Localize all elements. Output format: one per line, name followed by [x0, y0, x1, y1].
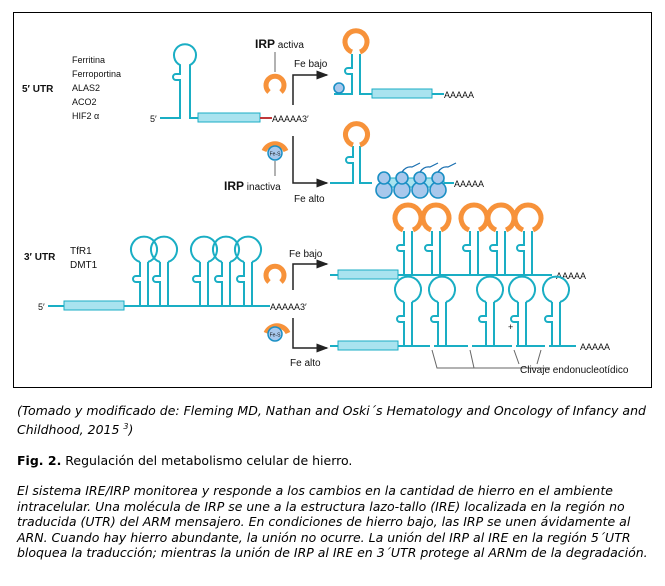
ire-stem	[192, 262, 201, 306]
gene-label: Ferritina	[72, 55, 105, 65]
coding-region	[63, 300, 125, 311]
ire-loop	[476, 275, 504, 303]
ire-loop	[428, 275, 456, 303]
protected-mrna: AAAAA	[330, 202, 586, 281]
svg-text:Fe-S: Fe-S	[270, 333, 282, 339]
fe-high-label: Fe alto	[290, 358, 321, 369]
three-utr-label: 3′ UTR	[24, 252, 56, 263]
fe-low-arrow	[292, 70, 329, 105]
gene-label: Ferroportina	[72, 69, 121, 79]
gene-label: HIF2 α	[72, 111, 99, 121]
figure-number: Fig. 2.	[17, 453, 62, 468]
small-ribosome-subunit	[333, 82, 345, 94]
svg-text:AAAAA: AAAAA	[556, 271, 586, 281]
ire-stem	[430, 302, 439, 346]
ribosome-small-subunit	[377, 171, 391, 185]
figure-source-citation: (Tomado y modificado de: Fleming MD, Nat…	[17, 403, 646, 437]
five-prime-label: 5′	[38, 302, 45, 312]
svg-text:AAAAA: AAAAA	[444, 90, 474, 100]
nascent-peptide	[401, 162, 421, 173]
nascent-peptide	[419, 162, 439, 173]
five-utr-section: 5′ UTR Ferritina Ferroportina ALAS2 ACO2…	[22, 28, 484, 205]
nascent-peptide	[437, 162, 457, 173]
svg-text:AAAAA: AAAAA	[580, 342, 610, 352]
irp-active-label: IRP activa	[255, 37, 304, 51]
ire-stem	[152, 262, 161, 306]
ire-stem	[132, 262, 141, 306]
figure-caption: Fig. 2. Regulación del metabolismo celul…	[17, 453, 352, 469]
fe-high-arrow	[292, 318, 329, 353]
ire-loop	[542, 275, 570, 303]
bound-irp-icon	[458, 202, 490, 233]
ire-stem	[236, 262, 245, 306]
translated-mrna: AAAAA	[330, 121, 484, 199]
ire-loop	[508, 275, 536, 303]
coding-region	[197, 112, 261, 123]
ire-loop	[394, 275, 422, 303]
bound-irp-icon	[342, 28, 370, 55]
fe-high-arrow	[292, 136, 329, 188]
ire-stem-loop	[160, 43, 198, 119]
polya-tail-label: AAAAA3′	[272, 114, 309, 124]
bound-irp-icon	[512, 202, 544, 233]
ire-stem	[424, 231, 433, 275]
figure-frame	[13, 12, 652, 388]
figure-title: Regulación del metabolismo celular de hi…	[61, 453, 353, 468]
translation-blocked-mrna: AAAAA	[333, 28, 474, 100]
ire-stem	[462, 231, 471, 275]
fe-low-label: Fe bajo	[294, 59, 328, 70]
fe-low-label: Fe bajo	[289, 249, 323, 260]
ire-stem	[516, 231, 525, 275]
ire-stem	[544, 302, 553, 346]
ire-stem	[396, 231, 405, 275]
svg-text:Fe-S: Fe-S	[270, 152, 282, 158]
ire-stem	[396, 302, 405, 346]
ire-loop	[190, 235, 218, 263]
gene-label: DMT1	[70, 260, 98, 271]
ire-stem	[489, 231, 498, 275]
bound-irp-icon	[420, 202, 452, 233]
ire-loop	[234, 235, 262, 263]
ribosome-small-subunit	[431, 171, 445, 185]
bound-irp-icon	[392, 202, 424, 233]
cleavage-label: Clivaje endonucleotídico	[520, 365, 629, 376]
fes-cluster-icon	[267, 326, 283, 342]
ire-stem	[510, 302, 519, 346]
five-prime-label: 5′	[150, 114, 157, 124]
iron-regulation-diagram: 5′ UTR Ferritina Ferroportina ALAS2 ACO2…	[13, 12, 652, 388]
cleavage-pointer-lines	[431, 349, 550, 369]
ire-loop	[212, 235, 240, 263]
bound-irp-icon	[485, 202, 517, 233]
ribosome-small-subunit	[413, 171, 427, 185]
cleaved-mrna: AAAAA + Clivaje endonucleotídico	[330, 275, 629, 376]
fe-low-arrow	[292, 259, 329, 290]
figure-description: El sistema IRE/IRP monitorea y responde …	[17, 483, 648, 560]
cleavage-site-mark: +	[508, 322, 513, 332]
gene-label: TfR1	[70, 246, 92, 257]
ribosome-small-subunit	[395, 171, 409, 185]
irp-inactive-label: IRP inactiva	[224, 179, 281, 193]
three-utr-section: 3′ UTR TfR1 DMT1 5′ AAAAA3′ Fe bajo Fe-S…	[24, 202, 629, 376]
gene-label: ALAS2	[72, 83, 100, 93]
polysome	[375, 162, 457, 199]
five-utr-label: 5′ UTR	[22, 84, 54, 95]
ire-stem	[478, 302, 487, 346]
fe-high-label: Fe alto	[294, 194, 325, 205]
irp-active-icon	[263, 73, 287, 94]
svg-text:AAAAA: AAAAA	[454, 179, 484, 189]
ire-loop	[150, 235, 178, 263]
ire-stem	[214, 262, 223, 306]
ire-loop	[130, 235, 158, 263]
irp-active-icon	[263, 263, 287, 284]
fes-cluster-icon	[267, 145, 283, 161]
ire-stem-loop-array	[124, 235, 270, 307]
gene-label: ACO2	[72, 97, 97, 107]
polya-tail-label: AAAAA3′	[270, 302, 307, 312]
